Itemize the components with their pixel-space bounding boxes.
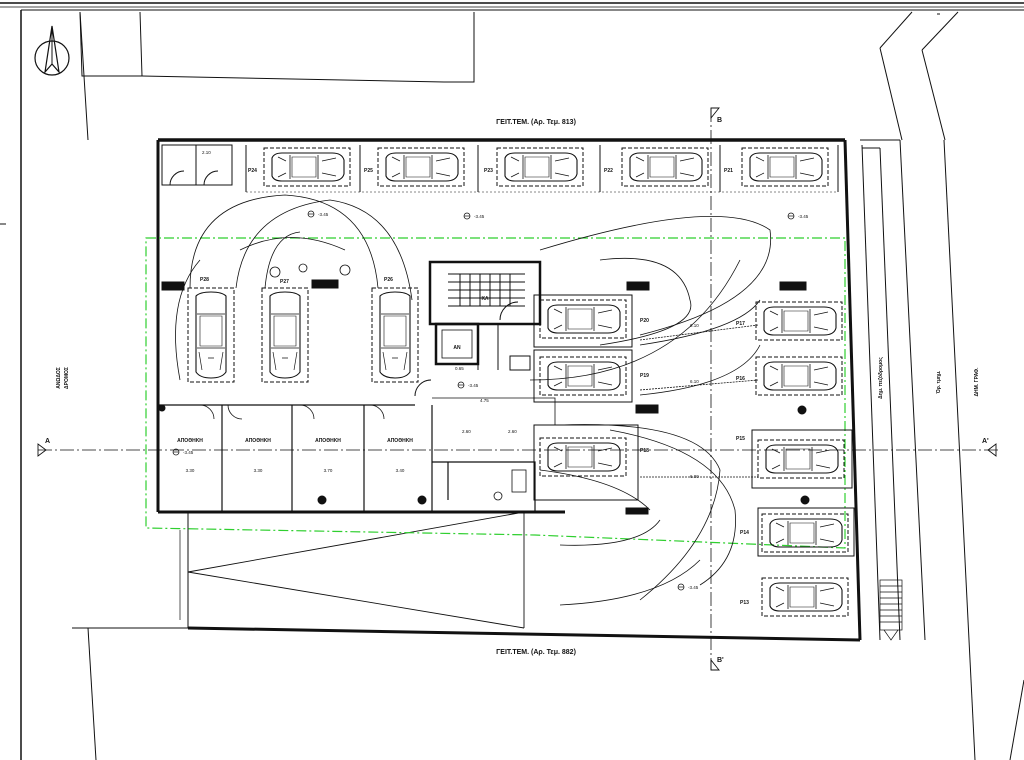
storage-rooms [158,397,556,512]
section-line-b [710,107,720,671]
top-neighbor-label: ΓΕΙΤ.ΤΕΜ. (Αρ. Τεμ. 813) [496,119,576,126]
parking-label: P25 [364,168,373,174]
parking-label: P28 [200,277,209,283]
storage-label: ΑΠΟΘΗΚΗ [315,438,341,444]
parking-label: P22 [604,168,613,174]
dim-label: 4.75 [480,398,489,403]
site-context [72,11,1024,760]
columns [158,279,810,515]
parking-label: P18 [640,448,649,454]
stair-core [414,260,542,397]
sprinkler-marks [269,263,351,278]
building-footprint-line [145,237,846,549]
parking-label: P21 [724,168,733,174]
section-b-bottom-label: B' [717,657,724,664]
parking-row-top [245,145,839,193]
storage-dim: 3.40 [396,468,405,473]
level-value: -3.45 [688,585,699,590]
parking-label: P24 [248,168,257,174]
parking-label: P16 [736,376,745,382]
parking-label: P17 [736,321,745,327]
parking-label: P13 [740,600,749,606]
storage-dim: 3.30 [186,468,195,473]
left-road-label-1: ΑΝΩΔΟΣ [56,367,62,389]
dim-label: 6.10 [690,379,699,384]
bottom-neighbor-label: ΓΕΙΤ.ΤΕΜ. (Αρ. Τεμ. 882) [496,649,576,656]
turning-arcs [175,194,772,606]
parking-label: P19 [640,373,649,379]
elevator-label: ΑΝ [453,345,461,351]
parking-right [751,301,855,617]
dim-label: 6.10 [690,323,699,328]
right-label-3: ΔΗΜ. ΓΡΑΦ. [974,367,980,397]
parking-label: P23 [484,168,493,174]
parking-label: P14 [740,530,749,536]
dim-label: 2.60 [508,429,517,434]
parking-label: P15 [736,436,745,442]
section-b-top-label: B [717,117,722,124]
right-label-1: Δημ. πεζόδρομος [878,357,884,399]
north-arrow-icon [34,25,70,76]
dim-label: 2.10 [202,150,211,155]
level-value: -3.45 [798,214,809,219]
left-road-label-2: ΔΡΟΜΟΣ [64,367,70,389]
parking-left [187,287,419,383]
section-line-a [37,443,1000,457]
dim-label: 0.65 [455,366,464,371]
level-value: -3.45 [474,214,485,219]
stair-label: ΚΛ [482,296,490,302]
parking-label: P26 [384,277,393,283]
parking-center [533,294,639,501]
storage-dim: 3.30 [254,468,263,473]
parking-label: P27 [280,279,289,285]
ramp [179,511,525,629]
storage-dim: 3.70 [324,468,333,473]
drain-grate [879,579,903,641]
parking-label: P20 [640,318,649,324]
level-value: -3.45 [318,212,329,217]
level-value: -3.45 [468,383,479,388]
storage-label: ΑΠΟΘΗΚΗ [177,438,203,444]
dim-label: 6.00 [690,474,699,479]
storage-label: ΑΠΟΘΗΚΗ [245,438,271,444]
level-value: -3.45 [183,450,194,455]
dim-label: 2.60 [462,429,471,434]
storage-label: ΑΠΟΘΗΚΗ [387,438,413,444]
utility-room [161,144,233,186]
section-a-right-label: A' [982,438,989,445]
section-a-left-label: A [45,438,50,445]
right-label-2: Όρ. τμημ. [936,370,942,394]
